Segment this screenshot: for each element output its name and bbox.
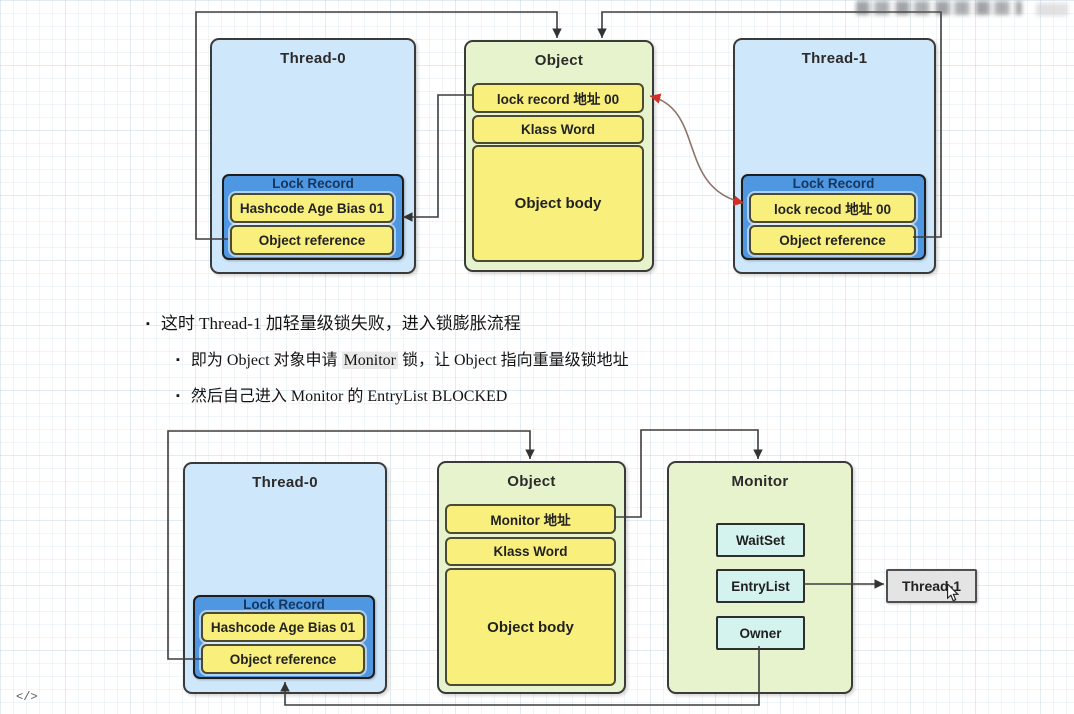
lock-record-title: Lock Record — [243, 597, 325, 612]
top-thread0-box: Thread-0 Lock Record Hashcode Age Bias 0… — [210, 38, 416, 274]
monitor-address-row: Monitor 地址 — [445, 504, 616, 534]
top-thread0-title: Thread-0 — [280, 50, 346, 67]
object-reference-row: Object reference — [201, 644, 365, 674]
code-view-icon[interactable]: </> — [16, 690, 38, 704]
monitor-box: Monitor WaitSet EntryList Owner — [667, 461, 853, 694]
lock-record-address-row: lock record 地址 00 — [472, 83, 644, 113]
lock-record-title: Lock Record — [792, 176, 875, 191]
bottom-thread0-title: Thread-0 — [252, 474, 318, 491]
top-thread1-lock-record: Lock Record lock recod 地址 00 Object refe… — [741, 174, 926, 260]
object-reference-row: Object reference — [230, 225, 394, 255]
note-text: 锁，让 Object 指向重量级锁地址 — [398, 352, 629, 369]
top-thread1-box: Thread-1 Lock Record lock recod 地址 00 Ob… — [733, 38, 936, 274]
watermark-blob — [1036, 3, 1068, 16]
bottom-object-box: Object Monitor 地址 Klass Word Object body — [437, 461, 626, 694]
top-thread1-title: Thread-1 — [801, 50, 868, 67]
object-reference-row: Object reference — [749, 225, 916, 255]
mouse-cursor-icon — [946, 584, 960, 602]
monitor-highlight: Monitor — [341, 352, 399, 369]
klass-word-row: Klass Word — [472, 115, 644, 144]
hashcode-age-bias-row: Hashcode Age Bias 01 — [230, 193, 394, 223]
note-text: 然后自己进入 Monitor 的 EntryList BLOCKED — [190, 388, 508, 405]
note-text: 即为 Object 对象申请 — [190, 352, 342, 369]
object-body-row: Object body — [445, 568, 616, 686]
klass-word-row: Klass Word — [445, 537, 616, 566]
note-line-3: 然后自己进入 Monitor 的 EntryList BLOCKED — [176, 382, 507, 406]
watermark-blur — [856, 1, 1022, 15]
lock-recod-address-row: lock recod 地址 00 — [749, 193, 916, 223]
monitor-title: Monitor — [731, 473, 789, 490]
bottom-thread0-lock-record: Lock Record Hashcode Age Bias 01 Object … — [193, 595, 375, 679]
owner-slot: Owner — [716, 616, 805, 650]
top-object-title: Object — [534, 52, 584, 69]
bottom-thread0-box: Thread-0 Lock Record Hashcode Age Bias 0… — [183, 462, 387, 694]
entrylist-slot: EntryList — [716, 569, 805, 603]
top-thread0-lock-record: Lock Record Hashcode Age Bias 01 Object … — [222, 174, 404, 260]
note-line-1: 这时 Thread-1 加轻量级锁失败，进入锁膨胀流程 — [146, 309, 521, 334]
waitset-slot: WaitSet — [716, 523, 805, 557]
hashcode-age-bias-row: Hashcode Age Bias 01 — [201, 612, 365, 642]
bottom-object-title: Object — [507, 473, 556, 490]
note-line-2: 即为 Object 对象申请 Monitor 锁，让 Object 指向重量级锁… — [176, 346, 629, 370]
note-text: 这时 Thread-1 加轻量级锁失败，进入锁膨胀流程 — [160, 314, 521, 333]
thread1-blocked-tag: Thread-1 — [886, 569, 977, 603]
object-body-row: Object body — [472, 145, 644, 262]
top-object-box: Object lock record 地址 00 Klass Word Obje… — [464, 40, 654, 272]
lock-record-title: Lock Record — [272, 176, 354, 191]
